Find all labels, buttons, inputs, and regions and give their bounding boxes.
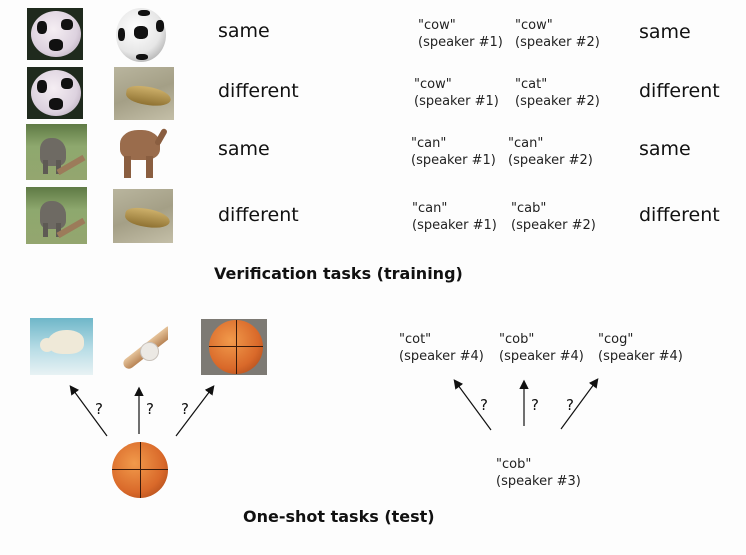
elephant-image — [26, 124, 87, 180]
pair-label: same — [639, 138, 691, 160]
soccer-ball-image — [27, 67, 83, 119]
oneshot-title: One-shot tasks (test) — [243, 507, 435, 526]
elephant-image — [114, 124, 178, 180]
utterance-a: "cow"(speaker #1) — [414, 77, 499, 109]
candidate-utterance: "cot"(speaker #4) — [399, 332, 484, 364]
elephant-image — [26, 187, 87, 244]
verification-title: Verification tasks (training) — [214, 264, 463, 283]
question-mark: ? — [95, 400, 103, 418]
crocodile-image — [113, 189, 173, 243]
query-utterance: "cob"(speaker #3) — [496, 457, 581, 489]
soccer-ball-image — [27, 8, 83, 60]
polar-bear-image — [30, 318, 93, 375]
pair-label: same — [218, 20, 270, 42]
question-mark: ? — [181, 400, 189, 418]
question-mark: ? — [566, 396, 574, 414]
pair-label: different — [218, 204, 299, 226]
utterance-b: "cat"(speaker #2) — [515, 77, 600, 109]
crocodile-image — [114, 67, 174, 120]
basketball-image — [201, 319, 267, 375]
pair-label: different — [218, 80, 299, 102]
question-mark: ? — [531, 396, 539, 414]
question-mark: ? — [146, 400, 154, 418]
query-basketball-image — [110, 440, 170, 500]
utterance-b: "can"(speaker #2) — [508, 136, 593, 168]
utterance-b: "cab"(speaker #2) — [511, 201, 596, 233]
question-mark: ? — [480, 396, 488, 414]
utterance-a: "can"(speaker #1) — [412, 201, 497, 233]
pair-label: same — [218, 138, 270, 160]
utterance-a: "cow"(speaker #1) — [418, 18, 503, 50]
utterance-a: "can"(speaker #1) — [411, 136, 496, 168]
pair-label: different — [639, 80, 720, 102]
candidate-utterance: "cob"(speaker #4) — [499, 332, 584, 364]
pair-label: different — [639, 204, 720, 226]
soccer-ball-image — [112, 6, 170, 66]
pair-label: same — [639, 21, 691, 43]
utterance-b: "cow"(speaker #2) — [515, 18, 600, 50]
candidate-utterance: "cog"(speaker #4) — [598, 332, 683, 364]
baseball-bat-image — [110, 320, 168, 372]
